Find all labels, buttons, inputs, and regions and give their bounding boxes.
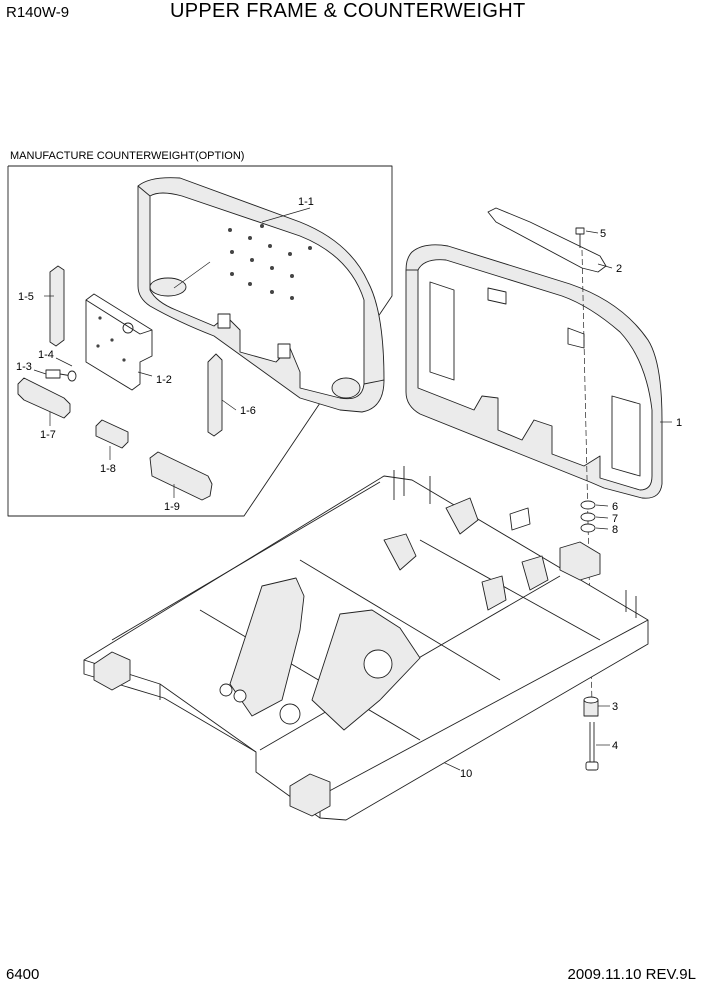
block-1-8 <box>95 419 129 449</box>
callout-7: 7 <box>612 513 618 525</box>
mounting-plate-1-2 <box>85 293 153 391</box>
callout-4: 4 <box>612 740 618 752</box>
washer-6 <box>580 500 596 510</box>
page-number: 6400 <box>6 966 40 983</box>
washer-7 <box>580 512 596 522</box>
callout-5: 5 <box>600 228 606 240</box>
callout-6: 6 <box>612 501 618 513</box>
callout-2: 2 <box>616 263 622 275</box>
callout-3: 3 <box>612 701 618 713</box>
callout-10: 10 <box>460 768 472 780</box>
inset-label: MANUFACTURE COUNTERWEIGHT(OPTION) <box>10 150 245 162</box>
revision-date: 2009.11.10 REV.9L <box>567 966 696 983</box>
callout-8: 8 <box>612 524 618 536</box>
inset-frame <box>7 165 393 517</box>
spacer-3 <box>583 696 599 717</box>
bolt-4 <box>585 722 599 771</box>
callout-1-3: 1-3 <box>16 361 32 373</box>
callout-1-7: 1-7 <box>40 429 56 441</box>
model-number: R140W-9 <box>6 4 70 21</box>
callout-1-6: 1-6 <box>240 405 256 417</box>
counterweight-shell-1-1 <box>137 177 385 413</box>
counterweight-1 <box>405 244 663 499</box>
washer-8 <box>580 523 596 533</box>
callout-1-8: 1-8 <box>100 463 116 475</box>
block-1-7 <box>17 377 71 419</box>
bar-1-5 <box>49 265 65 347</box>
bolt-5 <box>575 227 585 248</box>
bolt-1-3 <box>45 369 77 382</box>
bar-1-6 <box>207 353 223 437</box>
callout-1-5: 1-5 <box>18 291 34 303</box>
callout-1: 1 <box>676 417 682 429</box>
block-1-9 <box>149 451 213 501</box>
callout-1-4: 1-4 <box>38 349 54 361</box>
callout-1-2: 1-2 <box>156 374 172 386</box>
page-title: UPPER FRAME & COUNTERWEIGHT <box>170 0 526 22</box>
callout-1-9: 1-9 <box>164 501 180 513</box>
upper-frame-10 <box>83 466 649 821</box>
callout-1-1: 1-1 <box>298 196 314 208</box>
plate-2 <box>487 207 607 273</box>
